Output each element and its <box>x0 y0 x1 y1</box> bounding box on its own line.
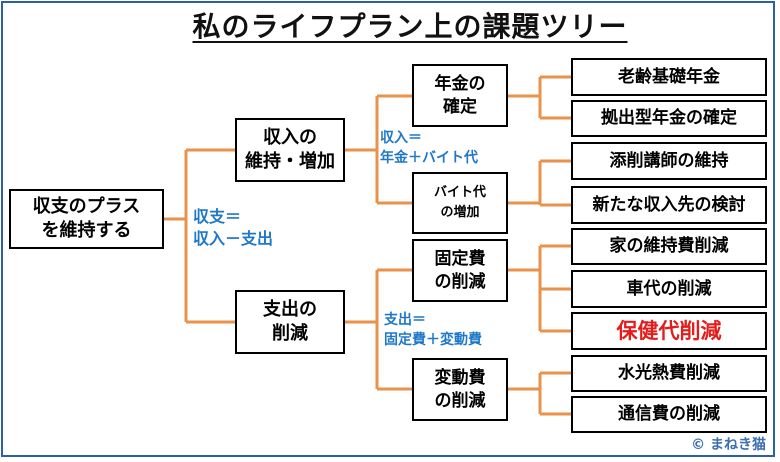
leaf-node: 車代の削減 <box>571 270 767 308</box>
root-node: 収支のプラス を維持する <box>9 189 164 249</box>
leaf-node: 水光熱費削減 <box>571 355 767 392</box>
parttime-node: バイト代 の増加 <box>412 172 508 234</box>
income-node: 収入の 維持・増加 <box>235 118 345 182</box>
leaf-node: 添削講師の維持 <box>571 142 767 180</box>
variable-cost-node: 変動費 の削減 <box>412 358 508 421</box>
fixed-cost-node: 固定費 の削減 <box>412 239 508 302</box>
income-formula: 収入＝ 年金＋バイト代 <box>380 130 478 166</box>
page-title: 私のライフプラン上の課題ツリー <box>192 10 628 43</box>
highlighted-leaf-node: 保健代削減 <box>571 312 767 350</box>
leaf-node: 通信費の削減 <box>571 396 767 433</box>
balance-formula: 収支＝ 収入－支出 <box>193 207 274 249</box>
leaf-node: 家の維持費削減 <box>571 228 767 265</box>
expense-formula: 支出＝ 固定費＋変動費 <box>384 312 482 348</box>
leaf-node: 新たな収入先の検討 <box>571 186 767 224</box>
pension-node: 年金の 確定 <box>412 64 508 127</box>
expense-node: 支出の 削減 <box>235 290 345 354</box>
leaf-node: 老齢基礎年金 <box>571 58 767 96</box>
copyright-credit: © まねき猫 <box>691 437 766 453</box>
diagram-frame <box>1 1 775 457</box>
leaf-node: 拠出型年金の確定 <box>571 100 767 137</box>
